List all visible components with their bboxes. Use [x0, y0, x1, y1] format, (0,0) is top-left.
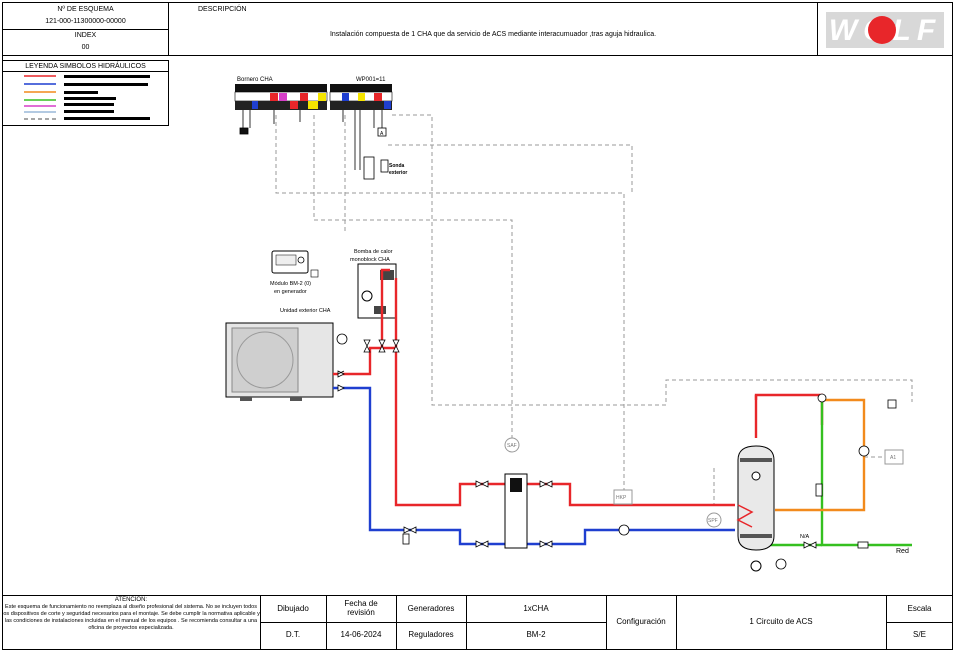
- valves: [336, 333, 897, 570]
- wolf-logo: WOLF: [826, 12, 944, 48]
- logo-box: [817, 2, 953, 56]
- descripcion-label: DESCRIPCIÓN: [198, 6, 247, 13]
- dibujado-value: D.T.: [285, 630, 301, 639]
- a-label-top: A: [380, 131, 384, 137]
- generadores-label: Generadores: [407, 604, 455, 613]
- unidad-label: Unidad exterior CHA: [280, 308, 331, 314]
- bornero-label: Bornero CHA: [237, 77, 273, 83]
- fecha-label: Fecha de revisión: [344, 599, 378, 617]
- outdoor-unit: [225, 322, 334, 401]
- a1-label: A1: [890, 455, 896, 461]
- legend-box: [2, 60, 169, 126]
- reguladores-value: BM-2: [526, 630, 546, 639]
- modulo-bm2: [271, 250, 319, 278]
- descripcion-text: Instalación compuesta de 1 CHA que da se…: [329, 31, 657, 38]
- hkp-label: HKP: [616, 495, 627, 501]
- escala-label: Escala: [907, 604, 932, 613]
- legend-lines: [24, 75, 56, 120]
- sonda-label-2: exterior: [389, 170, 407, 176]
- modulo-label-1: Módulo BM-2 (0): [270, 281, 311, 287]
- modulo-label-2: en generador: [274, 289, 307, 295]
- na-label: N/A: [800, 534, 810, 540]
- dibujado-label: Dibujado: [277, 604, 309, 613]
- bomba-label-2: monoblock CHA: [350, 257, 390, 263]
- bomba-label-1: Bomba de calor: [354, 249, 393, 255]
- saf-label: SAF: [507, 443, 517, 449]
- configuracion-label: Configuración: [616, 617, 666, 626]
- red-label: Red: [896, 548, 909, 555]
- atencion-title: ATENCIÓN:: [114, 597, 148, 603]
- wp-terminals: [329, 84, 393, 110]
- legend-text-bars: [64, 75, 150, 120]
- reguladores-label: Reguladores: [408, 630, 454, 639]
- sensors: [504, 437, 904, 528]
- cold-water-pipe: [754, 400, 912, 547]
- wolf-logo-dot: [868, 16, 896, 44]
- wp-label: WP001=11: [356, 77, 386, 83]
- index-value: 00: [81, 44, 90, 51]
- return-pipe: [333, 386, 735, 546]
- sonda-label-1: Sonda: [389, 163, 404, 169]
- atencion-text: Este esquema de funcionamiento no reempl…: [2, 604, 260, 631]
- esquema-label: Nº DE ESQUEMA: [57, 6, 114, 13]
- terminal-wiring: [239, 110, 389, 180]
- spf-label: SPF: [708, 518, 718, 524]
- control-wiring: [275, 114, 913, 505]
- hydraulic-separator: [504, 473, 528, 549]
- bornero-terminals: [234, 84, 328, 110]
- legend-title: LEYENDA SIMBOLOS HIDRÁULICOS: [25, 63, 146, 70]
- fecha-value: 14-06-2024: [340, 630, 382, 639]
- configuracion-value: 1 Circuito de ACS: [749, 617, 813, 626]
- dhw-tank: [736, 445, 775, 572]
- bomba-monoblock: [357, 263, 397, 319]
- escala-value: S/E: [913, 630, 926, 639]
- generadores-value: 1xCHA: [523, 604, 549, 613]
- esquema-value: 121-000-11300000-00000: [45, 18, 126, 25]
- index-label: INDEX: [74, 32, 97, 39]
